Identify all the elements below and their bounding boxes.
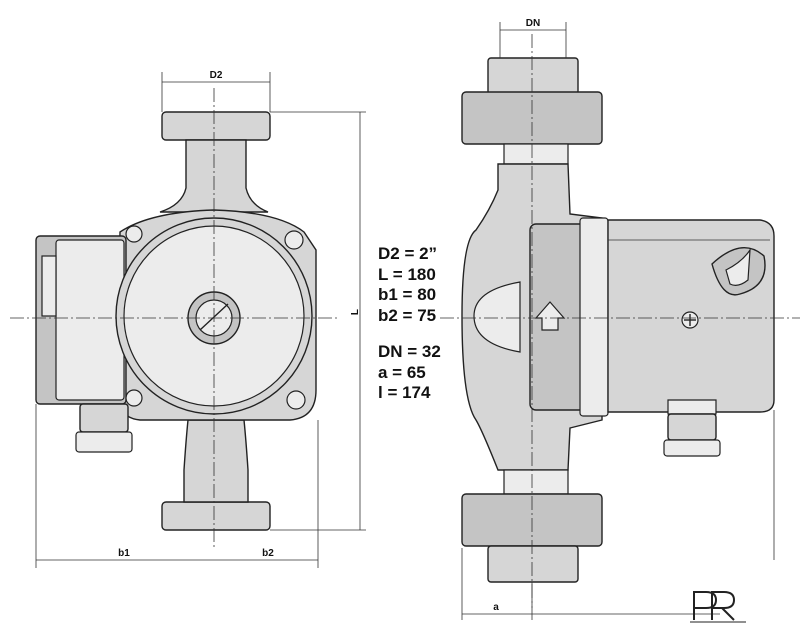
front-screw-top-right [284, 230, 304, 250]
front-cable-gland-nut [75, 431, 133, 453]
dim-b1-label: b1 [118, 548, 130, 559]
front-bottom-neck [183, 419, 249, 503]
front-top-flange [161, 111, 271, 141]
spec-a: a = 65 [378, 362, 426, 382]
spec-l-small: l = 174 [378, 383, 431, 402]
side-cable-gland-bracket [667, 399, 717, 415]
side-view: DN a [440, 18, 800, 620]
side-top-pipe [487, 57, 579, 95]
side-cable-gland-nut [663, 439, 721, 457]
side-cable-gland [667, 413, 717, 441]
spec-list: D2 = 2” L = 180 b1 = 80 b2 = 75 DN = 32 … [378, 244, 441, 404]
spec-dn: DN = 32 [378, 342, 441, 361]
spec-b1: b1 = 80 [378, 285, 437, 304]
spec-b2: b2 = 75 [378, 305, 437, 325]
side-bottom-pipe [487, 545, 579, 583]
dim-l-label: L [350, 309, 361, 315]
front-screw-top-left [125, 225, 143, 243]
side-top-socket [503, 143, 569, 165]
dim-b2-label: b2 [262, 548, 274, 559]
spec-d2: D2 = 2” [378, 244, 438, 263]
side-volute [473, 281, 521, 353]
dim-d2-label: D2 [210, 70, 223, 81]
side-bottom-socket [503, 469, 569, 495]
side-speed-knob-pointer [725, 247, 751, 286]
front-terminal-box-inner [55, 239, 125, 401]
side-motor-flange-rim [579, 217, 609, 417]
dim-dn-label: DN [526, 18, 540, 29]
front-screw-bottom-right [286, 390, 306, 410]
brand-logo [690, 591, 746, 623]
spec-gap [378, 326, 441, 342]
spec-l: L = 180 [378, 264, 436, 284]
front-view: D2 L b1 b2 [10, 70, 366, 568]
dim-a-label: a [493, 602, 499, 613]
front-switch [41, 255, 57, 317]
front-bottom-flange [161, 501, 271, 531]
front-screw-bottom-left [125, 389, 143, 407]
front-cable-gland [79, 403, 129, 433]
